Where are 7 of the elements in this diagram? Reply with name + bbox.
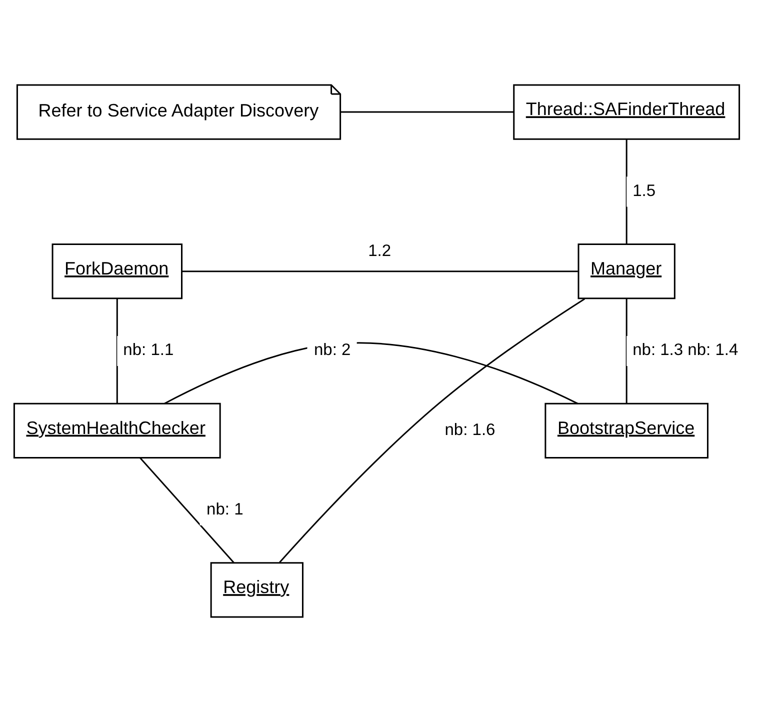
edge-label: 1.5 — [632, 180, 656, 200]
edge-label: nb: 1.1 — [123, 340, 174, 360]
edge-label: nb: 1 — [206, 500, 244, 518]
edge-label: nb: 1.3 nb: 1.4 — [632, 340, 738, 360]
edge-label: nb: 1.6 — [444, 420, 496, 439]
edge-label: nb: 2 — [314, 340, 351, 360]
edge-label: 1.2 — [368, 241, 392, 260]
